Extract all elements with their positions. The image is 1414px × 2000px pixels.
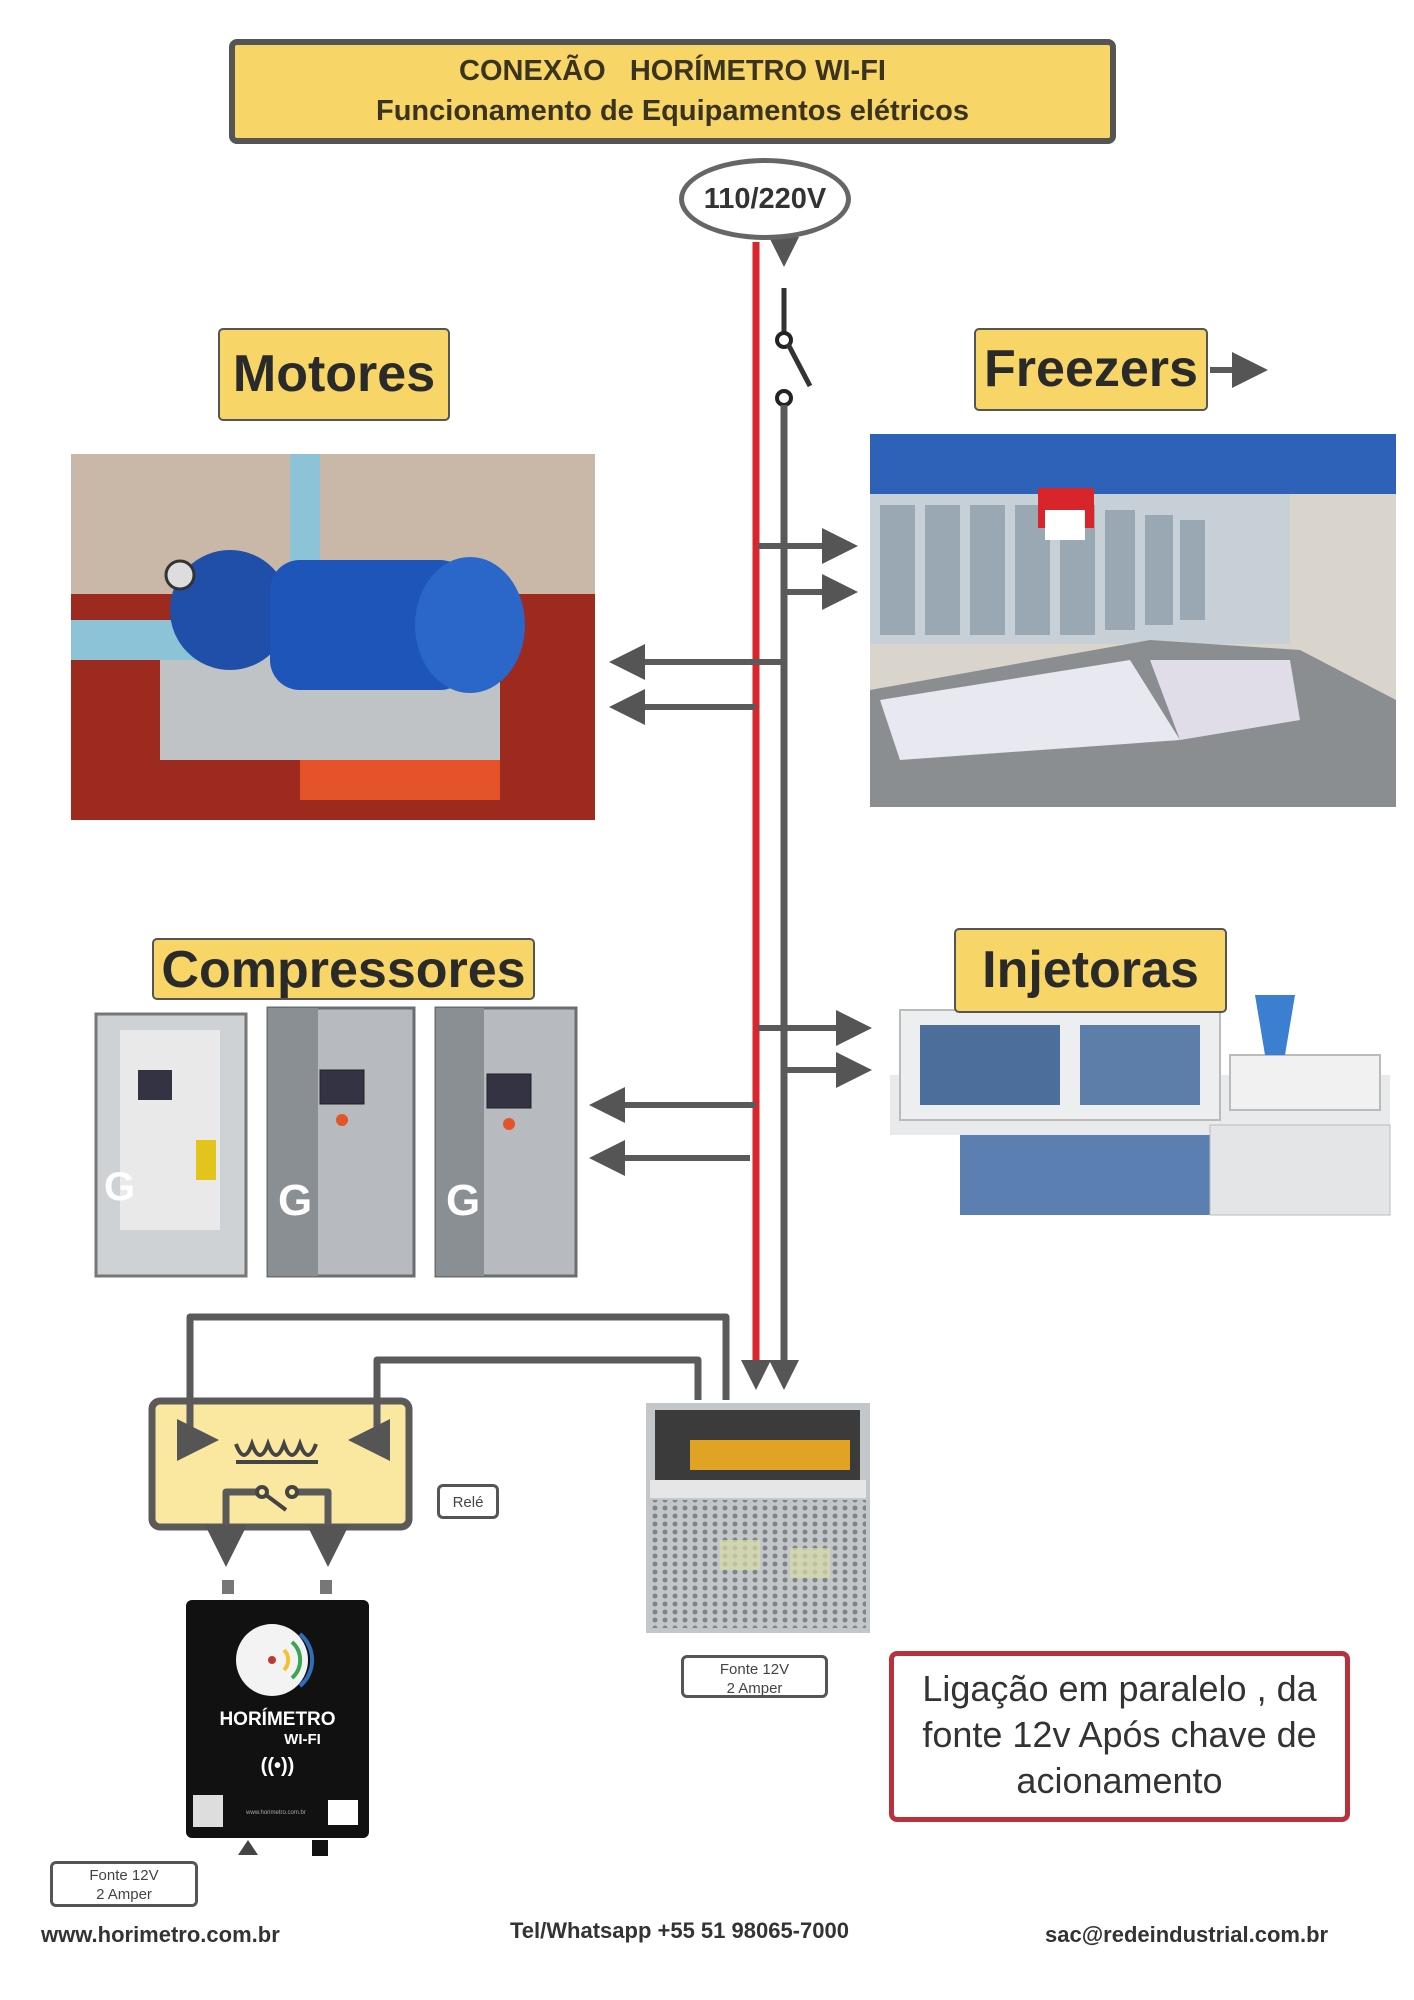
power-supply-photo xyxy=(646,1403,870,1633)
horimetro-supply-label: Fonte 12V 2 Amper xyxy=(50,1861,198,1907)
svg-text:G: G xyxy=(278,1176,312,1225)
wifi-icon: ((•)) xyxy=(260,1755,295,1777)
device-brand-name: HORÍMETRO xyxy=(219,1709,336,1730)
title-line-1: CONEXÃO HORÍMETRO WI-FI xyxy=(459,55,886,87)
relay-coil-icon xyxy=(234,1438,318,1512)
footer-phone[interactable]: Tel/Whatsapp +55 51 98065-7000 xyxy=(510,1918,849,1943)
label-injetoras: Injetoras xyxy=(954,928,1227,1013)
footer-website[interactable]: www.horimetro.com.br xyxy=(41,1922,280,1947)
svg-text:G: G xyxy=(104,1165,135,1209)
device-brand-sub: WI-FI xyxy=(284,1731,321,1748)
freezer-photo xyxy=(870,434,1396,807)
power-supply-label-line1: Fonte 12V xyxy=(719,1661,790,1678)
injection-machine-photo xyxy=(890,995,1391,1216)
relay-label: Relé xyxy=(437,1484,499,1519)
device-site-small: www.horimetro.com.br xyxy=(246,1810,306,1816)
branch-arrows xyxy=(589,352,1268,1176)
compressor-photo: G G G xyxy=(94,1006,578,1278)
motor-photo xyxy=(71,454,595,820)
power-supply-label: Fonte 12V 2 Amper xyxy=(681,1655,828,1698)
label-compressores: Compressores xyxy=(152,938,535,1000)
title-banner: CONEXÃO HORÍMETRO WI-FI Funcionamento de… xyxy=(229,39,1116,144)
horimetro-supply-label-line1: Fonte 12V xyxy=(89,1867,159,1884)
title-line-2: Funcionamento de Equipamentos elétricos xyxy=(376,95,969,127)
power-supply-label-line2: 2 Amper xyxy=(726,1680,783,1697)
switch-icon xyxy=(775,288,813,407)
horimetro-supply-label-line2: 2 Amper xyxy=(96,1886,152,1903)
horimetro-device xyxy=(186,1580,369,1856)
parallel-note: Ligação em paralelo , da fonte 12v Após … xyxy=(889,1651,1350,1822)
label-motores: Motores xyxy=(218,328,450,421)
svg-text:G: G xyxy=(446,1176,480,1225)
label-freezers: Freezers xyxy=(974,328,1208,411)
device-brand: HORÍMETRO WI-FI ((•)) xyxy=(186,1709,369,1777)
voltage-source: 110/220V xyxy=(679,158,851,240)
footer-email[interactable]: sac@redeindustrial.com.br xyxy=(1045,1922,1329,1947)
